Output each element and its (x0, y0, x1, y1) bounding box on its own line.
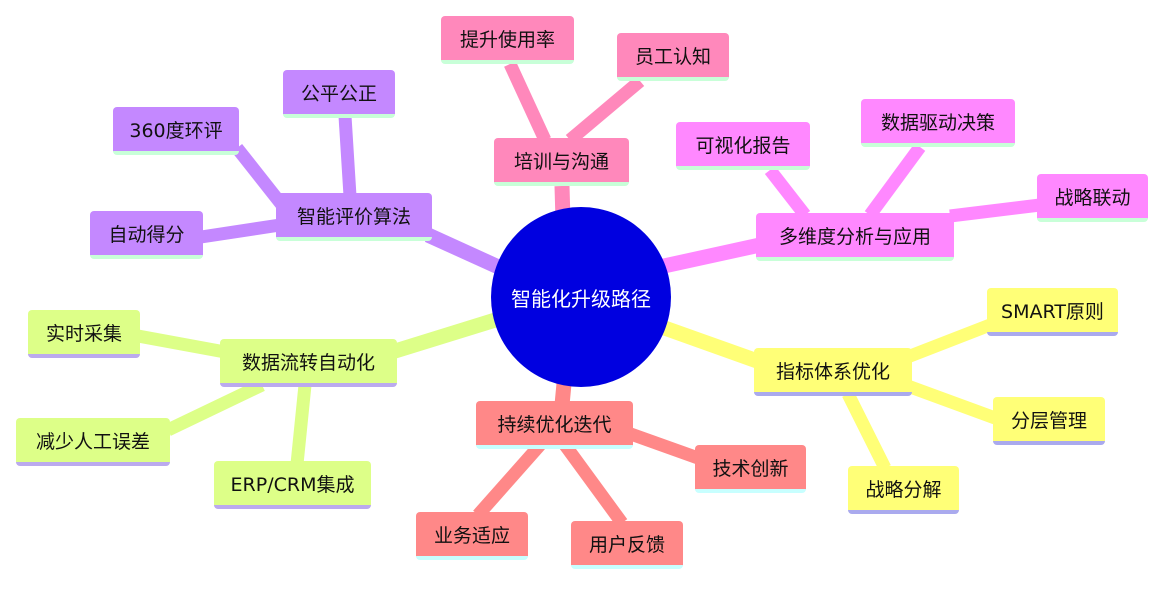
leaf-connector (473, 440, 545, 520)
leaf-connector (165, 379, 265, 436)
leaf-node[interactable]: 公平公正 (283, 70, 395, 118)
branch-node[interactable]: 数据流转自动化 (220, 339, 397, 387)
branch-node[interactable]: 持续优化迭代 (476, 401, 633, 449)
leaf-node[interactable]: 减少人工误差 (16, 418, 170, 466)
leaf-connector (231, 143, 288, 210)
leaf-connector (290, 384, 312, 465)
leaf-connector (902, 378, 998, 425)
branch-node[interactable]: 指标体系优化 (754, 348, 912, 396)
leaf-node[interactable]: 实时采集 (28, 310, 140, 358)
leaf-connector (902, 318, 993, 365)
branch-node[interactable]: 多维度分析与应用 (756, 213, 954, 261)
leaf-node[interactable]: 战略联动 (1037, 174, 1148, 222)
central-topic[interactable]: 智能化升级路径 (491, 207, 671, 387)
leaf-node[interactable]: SMART原则 (987, 288, 1118, 336)
leaf-connector (949, 198, 1041, 223)
leaf-node[interactable]: 战略分解 (848, 466, 959, 514)
branch-node[interactable]: 培训与沟通 (494, 138, 629, 186)
leaf-node[interactable]: 数据驱动决策 (861, 99, 1015, 147)
leaf-node[interactable]: 技术创新 (695, 445, 806, 493)
leaf-connector (625, 426, 701, 465)
leaf-connector (136, 329, 227, 359)
leaf-connector (559, 441, 628, 527)
branch-node[interactable]: 智能评价算法 (276, 193, 432, 241)
leaf-connector (864, 143, 926, 219)
leaf-node[interactable]: 员工认知 (617, 33, 729, 81)
leaf-node[interactable]: 业务适应 (416, 512, 528, 560)
leaf-connector (565, 76, 645, 145)
leaf-node[interactable]: ERP/CRM集成 (214, 461, 371, 509)
leaf-connector (200, 218, 281, 244)
leaf-connector (764, 166, 811, 219)
leaf-node[interactable]: 提升使用率 (441, 16, 574, 64)
leaf-connector (338, 115, 357, 197)
leaf-node[interactable]: 自动得分 (90, 211, 203, 259)
leaf-node[interactable]: 360度环评 (113, 107, 239, 155)
leaf-node[interactable]: 分层管理 (993, 397, 1105, 445)
leaf-connector (504, 61, 551, 143)
leaf-connector (842, 391, 891, 471)
leaf-node[interactable]: 可视化报告 (676, 122, 810, 170)
leaf-node[interactable]: 用户反馈 (571, 521, 683, 569)
